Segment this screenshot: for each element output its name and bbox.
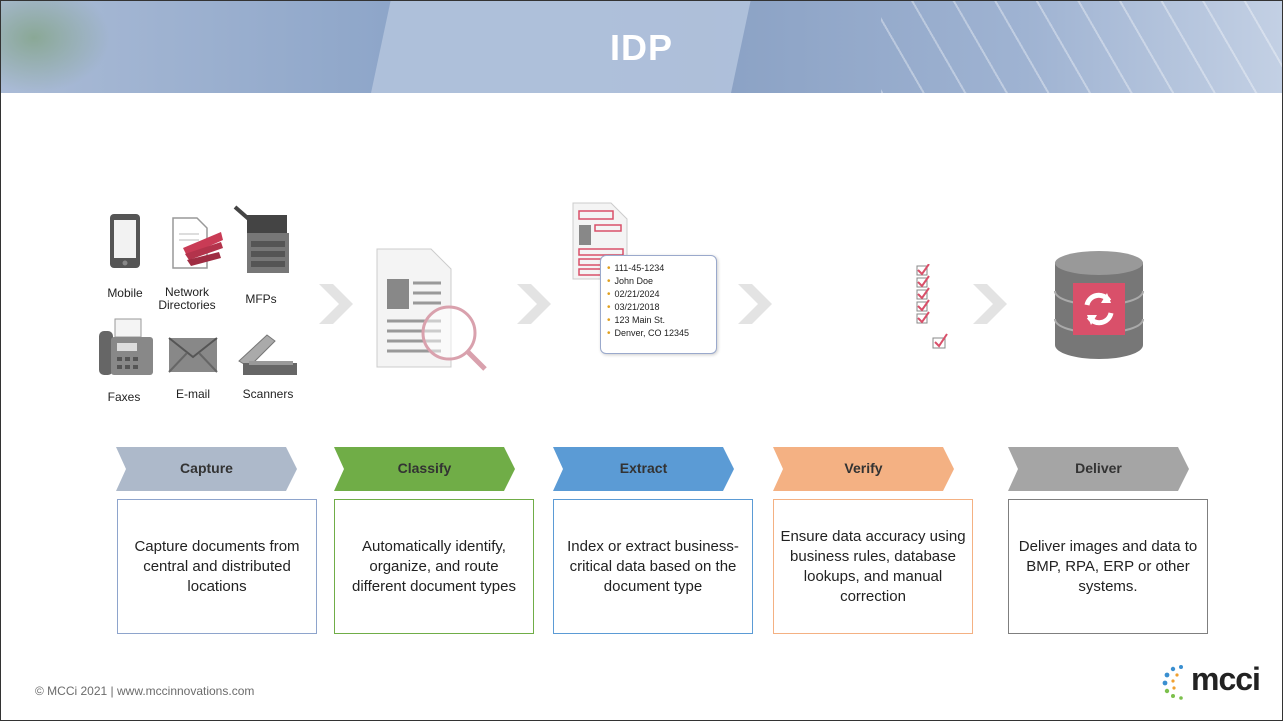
- step-verify-description: Ensure data accuracy using business rule…: [773, 499, 973, 634]
- source-label-scanners: Scanners: [242, 387, 294, 401]
- source-label-network-directories: Network Directories: [158, 285, 216, 312]
- step-capture-description: Capture documents from central and distr…: [117, 499, 317, 634]
- source-label-mfps: MFPs: [245, 292, 277, 306]
- step-deliver-header: Deliver: [1008, 447, 1189, 491]
- step-label: Capture: [180, 460, 233, 476]
- keyboard-decoration: [881, 1, 1282, 93]
- extracted-field: •John Doe: [607, 276, 654, 287]
- step-arrow-shape: [116, 447, 297, 491]
- step-classify-header: Classify: [334, 447, 515, 491]
- page-title: IDP: [609, 27, 673, 68]
- extracted-field: •02/21/2024: [607, 289, 660, 300]
- flow-arrow-icon: [319, 284, 353, 324]
- network-directories-icon: [172, 217, 223, 269]
- mcci-logo-dots-icon: [1162, 665, 1183, 700]
- step-description-text: Ensure data accuracy using business rule…: [780, 527, 966, 605]
- step-extract-header: Extract: [553, 447, 734, 491]
- step-label: Extract: [619, 460, 668, 476]
- mcci-logo: mcci: [1191, 661, 1261, 697]
- fax-icon: [99, 318, 153, 375]
- footer-copyright: © MCCi 2021 | www.mccinnovations.com: [35, 684, 255, 698]
- checklist-icon: [916, 264, 948, 349]
- source-label-faxes: Faxes: [107, 390, 141, 404]
- step-description-text: Deliver images and data to BMP, RPA, ERP…: [1018, 537, 1198, 595]
- email-envelope-icon: [168, 337, 218, 373]
- scanner-icon: [238, 334, 297, 375]
- extracted-field: •03/21/2018: [607, 302, 660, 313]
- step-extract-description: Index or extract business-critical data …: [553, 499, 753, 634]
- step-classify-description: Automatically identify, organize, and ro…: [334, 499, 534, 634]
- step-arrow-shape: [334, 447, 515, 491]
- flow-arrow-icon: [973, 284, 1007, 324]
- mobile-icon: [110, 214, 140, 268]
- step-deliver-description: Deliver images and data to BMP, RPA, ERP…: [1008, 499, 1208, 634]
- step-capture-header: Capture: [116, 447, 297, 491]
- extracted-field: •111-45-1234: [607, 263, 665, 274]
- document-magnifier-icon: [376, 248, 487, 371]
- database-sync-icon: [1054, 251, 1144, 359]
- source-label-mobile: Mobile: [107, 286, 143, 300]
- step-label: Classify: [397, 460, 452, 476]
- extracted-field: •Denver, CO 12345: [607, 328, 690, 339]
- flow-arrow-icon: [517, 284, 551, 324]
- extracted-field: •123 Main St.: [607, 315, 666, 326]
- source-label-email: E-mail: [175, 387, 210, 401]
- mfp-printer-icon: [233, 205, 289, 273]
- flow-arrow-icon: [738, 284, 772, 324]
- step-verify-header: Verify: [773, 447, 954, 491]
- step-label: Verify: [844, 460, 883, 476]
- step-arrow-shape: [553, 447, 734, 491]
- step-arrow-shape: [773, 447, 954, 491]
- plant-decoration: [1, 1, 111, 93]
- step-description-text: Index or extract business-critical data …: [567, 537, 739, 595]
- step-description-text: Capture documents from central and distr…: [134, 537, 300, 595]
- step-description-text: Automatically identify, organize, and ro…: [352, 537, 516, 595]
- step-arrow-shape: [1008, 447, 1189, 491]
- extracted-fields-callout: •111-45-1234 •John Doe •02/21/2024 •03/2…: [600, 255, 717, 354]
- header-banner: IDP: [1, 1, 1282, 93]
- step-label: Deliver: [1075, 460, 1122, 476]
